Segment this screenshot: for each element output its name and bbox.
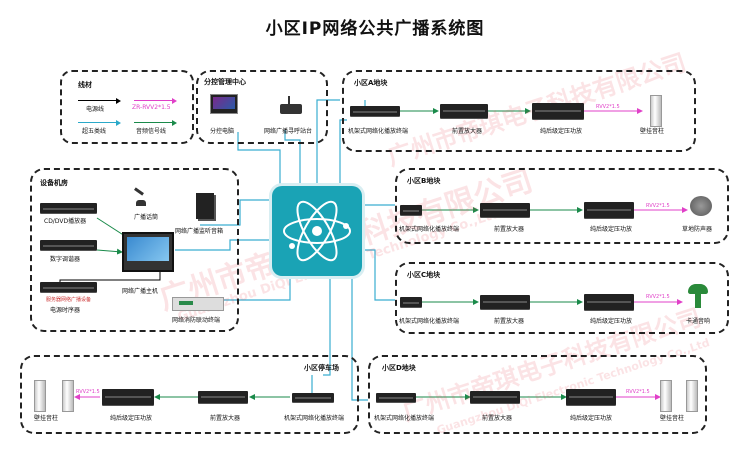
zone-a-label-amp: 纯后级定压功放 xyxy=(540,128,583,135)
zone-control-title: 分控管理中心 xyxy=(204,78,246,86)
zone-control: 分控管理中心 xyxy=(196,70,328,144)
room-label-tuner: 数字调谐器 xyxy=(50,256,81,263)
network-hub-icon xyxy=(272,186,362,276)
zone-b-label-preamp: 前置放大器 xyxy=(494,226,525,233)
room-label-server: 服务器网络广播设备 xyxy=(46,297,92,303)
zone-room-title: 设备机房 xyxy=(40,179,68,187)
paging-station-icon xyxy=(280,104,302,114)
parking-label-amp: 纯后级定压功放 xyxy=(110,415,153,422)
zone-c-label-amp: 纯后级定压功放 xyxy=(590,318,633,325)
room-label-host: 网络广播主机 xyxy=(122,288,159,295)
zone-d-amp-icon xyxy=(566,389,616,405)
zone-c: 小区C地块 xyxy=(395,262,729,334)
zone-b-lawn-speaker-icon xyxy=(690,196,712,216)
legend-label-rvv: ZR-RVV2*1.5 xyxy=(132,104,171,111)
room-label-mic: 广播话筒 xyxy=(134,214,159,221)
zone-d-speaker-icon-2 xyxy=(686,380,698,412)
zone-c-title: 小区C地块 xyxy=(407,271,441,279)
legend-label-power: 电源线 xyxy=(86,106,105,113)
legend-line-power xyxy=(78,98,121,104)
zone-a-title: 小区A地块 xyxy=(354,79,388,87)
parking-preamp-icon xyxy=(198,391,248,403)
zone-c-label-speaker: 卡通音响 xyxy=(686,318,711,325)
parking-label-preamp: 前置放大器 xyxy=(210,415,241,422)
legend-line-cat5 xyxy=(78,120,121,126)
cd-player-icon xyxy=(40,203,97,213)
legend-heading: 线材 xyxy=(78,81,92,89)
legend-box: 线材 电源线 ZR-RVV2*1.5 超五类线 音频信号线 xyxy=(60,70,194,144)
zone-d-terminal-icon xyxy=(376,393,416,402)
zone-a-amp-icon xyxy=(532,103,584,119)
tuner-icon xyxy=(40,240,97,250)
room-label-monitor: 网络广播监听音箱 xyxy=(175,228,224,235)
zone-b-terminal-icon xyxy=(400,205,422,215)
legend-line-audio xyxy=(134,120,177,126)
zone-parking: 小区停车场 xyxy=(20,355,359,434)
zone-a: 小区A地块 xyxy=(342,70,696,152)
monitor-speaker-icon xyxy=(196,193,214,219)
zone-c-amp-icon xyxy=(584,294,634,310)
zone-c-preamp-icon xyxy=(480,295,530,309)
parking-speaker-icon-1 xyxy=(34,380,46,412)
zone-d-label-amp: 纯后级定压功放 xyxy=(570,415,613,422)
zone-a-cable-label: RVV2*1.5 xyxy=(596,104,620,110)
zone-d-label-terminal: 机架式网络化播放终端 xyxy=(374,415,435,422)
zone-b-label-speaker: 草地防声器 xyxy=(682,226,713,233)
zone-a-label-terminal: 机架式网络化播放终端 xyxy=(348,128,409,135)
zone-b-preamp-icon xyxy=(480,203,530,217)
zone-c-cable-label: RVV2*1.5 xyxy=(646,294,670,300)
zone-c-terminal-icon xyxy=(400,297,422,307)
control-label-paging: 网络广播寻呼站台 xyxy=(264,128,313,135)
zone-a-preamp-icon xyxy=(440,104,488,118)
mic-stem-icon xyxy=(288,96,290,104)
zone-a-terminal-icon xyxy=(350,106,400,116)
parking-amp-icon xyxy=(102,389,154,405)
zone-a-column-speaker-icon xyxy=(650,95,662,127)
zone-b-label-terminal: 机架式网络化播放终端 xyxy=(399,226,460,233)
zone-c-cartoon-speaker-icon xyxy=(688,284,708,294)
control-label-pc: 分控电脑 xyxy=(210,128,235,135)
parking-cable-label: RVV2*1.5 xyxy=(76,389,100,395)
zone-d-cable-label: RVV2*1.5 xyxy=(626,389,650,395)
parking-terminal-icon xyxy=(292,393,334,402)
zone-d-label-preamp: 前置放大器 xyxy=(482,415,513,422)
zone-c-label-preamp: 前置放大器 xyxy=(494,318,525,325)
zone-d-label-speaker: 壁挂音柱 xyxy=(660,415,685,422)
zone-d-title: 小区D地块 xyxy=(382,364,416,372)
zone-d-speaker-icon-1 xyxy=(660,380,672,412)
mic-base-icon xyxy=(136,200,146,206)
host-icon xyxy=(122,232,174,272)
zone-parking-title: 小区停车场 xyxy=(304,364,339,372)
zone-c-label-terminal: 机架式网络化播放终端 xyxy=(399,318,460,325)
room-label-fire: 网络消防联动终端 xyxy=(172,317,221,324)
zone-room: 设备机房 xyxy=(30,168,239,332)
zone-b: 小区B地块 xyxy=(395,168,729,244)
fire-terminal-icon xyxy=(172,297,224,311)
sequencer-icon xyxy=(40,282,97,292)
parking-speaker-icon-2 xyxy=(62,380,74,412)
room-label-cd: CD/DVD播放器 xyxy=(44,218,87,225)
page-title: 小区IP网络公共广播系统图 xyxy=(265,19,485,39)
parking-label-terminal: 机架式网络化播放终端 xyxy=(284,415,345,422)
legend-line-rvv xyxy=(134,98,177,104)
legend-label-cat5: 超五类线 xyxy=(82,128,107,135)
zone-a-label-preamp: 前置放大器 xyxy=(452,128,483,135)
parking-label-speaker: 壁挂音柱 xyxy=(34,415,59,422)
zone-b-amp-icon xyxy=(584,202,634,218)
zone-c-cartoon-speaker-stem-icon xyxy=(695,294,701,308)
zone-d-preamp-icon xyxy=(470,391,520,403)
legend-label-audio: 音频信号线 xyxy=(136,128,167,135)
zone-d: 小区D地块 xyxy=(368,355,707,434)
zone-b-label-amp: 纯后级定压功放 xyxy=(590,226,633,233)
room-label-sequencer: 电源时序器 xyxy=(50,307,81,314)
zone-a-label-speaker: 壁挂音柱 xyxy=(640,128,665,135)
zone-b-title: 小区B地块 xyxy=(407,177,441,185)
zone-b-cable-label: RVV2*1.5 xyxy=(646,203,670,209)
laptop-icon xyxy=(210,94,238,114)
